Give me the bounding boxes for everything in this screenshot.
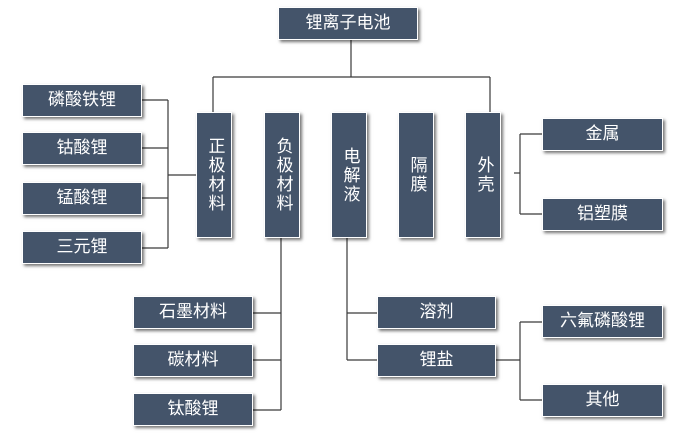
cathode-type-node: 三元锂 — [22, 231, 142, 264]
casing-type-node: 铝塑膜 — [542, 198, 663, 231]
salt-label: 锂盐 — [419, 350, 454, 370]
casing-type-label: 铝塑膜 — [577, 204, 628, 224]
anode-type-label: 石墨材料 — [159, 302, 227, 322]
cathode-type-node: 钴酸锂 — [22, 132, 142, 165]
casing-label: 外壳 — [473, 156, 494, 194]
cathode-type-label: 磷酸铁锂 — [48, 90, 116, 110]
anode-type-label: 碳材料 — [167, 350, 219, 370]
anode-type-node: 石墨材料 — [133, 296, 253, 329]
cathode-label: 正极材料 — [204, 137, 225, 213]
cathode-type-label: 三元锂 — [56, 237, 108, 257]
salt-type-node: 其他 — [542, 384, 663, 417]
component-casing: 外壳 — [465, 112, 501, 238]
root-label: 锂离子电池 — [305, 13, 391, 33]
electrolyte-salt-node: 锂盐 — [377, 344, 496, 377]
cathode-type-node: 磷酸铁锂 — [22, 84, 142, 117]
component-separator: 隔膜 — [398, 112, 434, 238]
anode-type-node: 碳材料 — [133, 344, 253, 377]
electrolyte-label: 电解液 — [339, 146, 360, 204]
casing-type-label: 金属 — [585, 124, 620, 144]
cathode-type-label: 锰酸锂 — [56, 188, 108, 208]
electrolyte-solvent-node: 溶剂 — [377, 296, 496, 329]
salt-type-label: 其他 — [585, 390, 620, 410]
anode-label: 负极材料 — [272, 137, 293, 213]
separator-label: 隔膜 — [406, 156, 427, 194]
component-anode: 负极材料 — [264, 112, 300, 238]
anode-type-label: 钛酸锂 — [167, 399, 219, 419]
solvent-label: 溶剂 — [419, 302, 454, 322]
casing-type-node: 金属 — [542, 118, 663, 151]
component-cathode: 正极材料 — [196, 112, 232, 238]
cathode-type-label: 钴酸锂 — [56, 138, 108, 158]
component-electrolyte: 电解液 — [331, 112, 367, 238]
salt-type-label: 六氟磷酸锂 — [560, 311, 645, 331]
salt-type-node: 六氟磷酸锂 — [542, 305, 663, 338]
anode-type-node: 钛酸锂 — [133, 393, 253, 426]
root-node: 锂离子电池 — [278, 7, 418, 40]
cathode-type-node: 锰酸锂 — [22, 182, 142, 215]
